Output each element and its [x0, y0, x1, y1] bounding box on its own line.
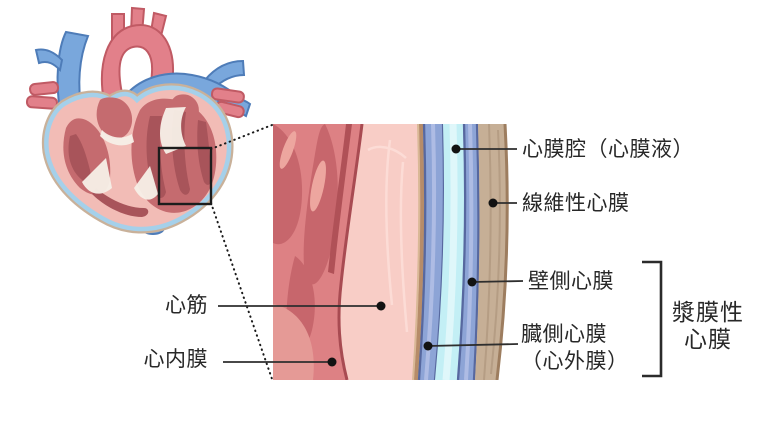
- chordae-tendineae: [82, 107, 186, 200]
- cavity-highlight: [442, 124, 458, 380]
- serous-bracket: [642, 260, 663, 378]
- epicardium-line: [414, 124, 425, 380]
- svc-branch: [34, 48, 64, 73]
- label-pericardial-cavity: 心膜腔（心膜液）: [522, 137, 694, 161]
- fibrous-edge: [495, 124, 509, 380]
- myocardium-streaks: [367, 139, 409, 333]
- leader-visceral: [427, 343, 519, 347]
- endocardium-texture: [273, 124, 352, 380]
- epicardium-line-light: [412, 124, 421, 380]
- label-myocardium: 心筋: [165, 293, 208, 317]
- blue-edge: [456, 124, 467, 380]
- dotted-connector-bottom: [210, 202, 273, 380]
- label-visceral-line1: 臓側心膜: [521, 322, 607, 346]
- label-serous-line1: 漿膜性: [672, 300, 744, 326]
- dotted-connectors: [210, 124, 273, 380]
- blue-edge: [417, 124, 427, 380]
- heart-chambers: [63, 94, 217, 217]
- label-fibrous-pericardium: 線維性心膜: [522, 191, 630, 215]
- label-visceral-line2: （心外膜）: [521, 349, 629, 373]
- leader-dots: [327, 144, 498, 367]
- label-parietal-pericardium: 壁側心膜: [528, 269, 614, 293]
- endocardium-edge-line: [337, 124, 364, 380]
- blue-edge: [472, 124, 480, 380]
- leader-lines: [218, 148, 524, 363]
- great-vessels: [25, 6, 252, 235]
- chamber-texture: [68, 134, 91, 182]
- blue-stripe: [464, 124, 474, 380]
- label-visceral-pericardium: 臓側心膜 （心外膜）: [521, 321, 629, 375]
- blue-edge: [433, 124, 446, 380]
- label-serous-pericardium: 漿膜性 心膜: [662, 300, 754, 354]
- leader-parietal: [471, 280, 524, 283]
- label-endocardium: 心内膜: [143, 347, 208, 371]
- fibrous-texture: [483, 124, 501, 380]
- zoom-box: [157, 146, 213, 206]
- dotted-connector-top: [210, 124, 273, 150]
- pulmonary-veins: [25, 81, 245, 119]
- atrium-top: [96, 97, 133, 139]
- label-serous-line2: 心膜: [684, 327, 732, 353]
